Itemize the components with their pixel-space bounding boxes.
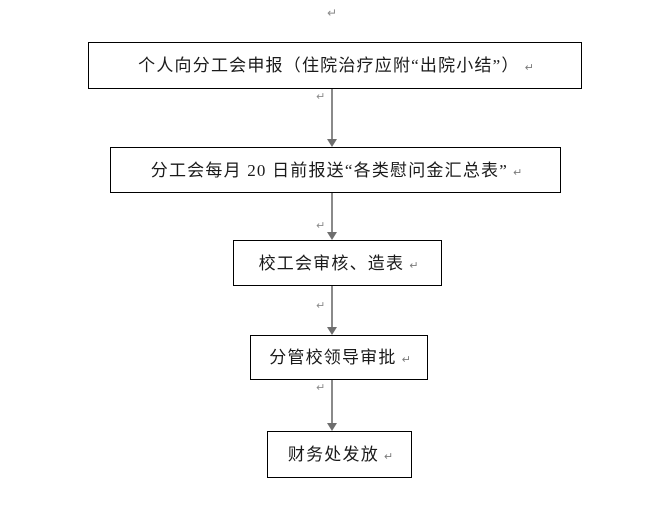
- flow-node-label: 校工会审核、造表: [258, 253, 405, 273]
- connector-arrow-node2-to-node3: ↵: [316, 193, 339, 240]
- connector-arrow-node3-to-node4: ↵: [316, 286, 339, 335]
- paragraph-return-mark-icon: ↵: [401, 353, 411, 366]
- paragraph-return-mark-icon: ↵: [409, 258, 419, 272]
- connector-line: [331, 193, 333, 233]
- connector-arrow-node4-to-node5: ↵: [316, 380, 339, 431]
- flow-node-branch-union-monthly-report[interactable]: 分工会每月 20 日前报送“各类慰问金汇总表” ↵: [110, 147, 561, 193]
- arrowhead-down-icon: [327, 423, 337, 431]
- arrowhead-down-icon: [327, 139, 337, 147]
- paragraph-return-mark-icon: ↵: [524, 61, 534, 74]
- connector-line: [331, 286, 333, 328]
- flow-node-label: 分管校领导审批: [269, 348, 397, 367]
- connector-line: [331, 380, 333, 424]
- paragraph-return-mark-icon: ↵: [316, 299, 326, 312]
- arrowhead-down-icon: [327, 327, 337, 335]
- paragraph-return-mark-icon: ↵: [512, 165, 523, 179]
- flow-node-label: 财务处发放: [287, 445, 379, 464]
- flow-node-school-union-review[interactable]: 校工会审核、造表 ↵: [233, 240, 442, 286]
- paragraph-return-mark-icon: ↵: [316, 219, 326, 232]
- paragraph-return-mark-icon: ↵: [383, 450, 394, 463]
- connector-arrow-node1-to-node2: ↵: [316, 89, 339, 147]
- paragraph-return-mark-icon: ↵: [327, 6, 338, 20]
- connector-line: [331, 89, 333, 140]
- paragraph-return-mark-icon: ↵: [316, 90, 326, 103]
- paragraph-return-mark-icon: ↵: [316, 381, 326, 394]
- arrowhead-down-icon: [327, 232, 337, 240]
- flow-node-label: 个人向分工会申报（住院治疗应附“出院小结”）: [138, 56, 520, 75]
- flow-node-personal-application[interactable]: 个人向分工会申报（住院治疗应附“出院小结”） ↵: [88, 42, 582, 89]
- flow-node-finance-disbursement[interactable]: 财务处发放 ↵: [267, 431, 412, 478]
- flow-node-leader-approval[interactable]: 分管校领导审批 ↵: [250, 335, 428, 380]
- flow-node-label: 分工会每月 20 日前报送“各类慰问金汇总表”: [150, 160, 508, 180]
